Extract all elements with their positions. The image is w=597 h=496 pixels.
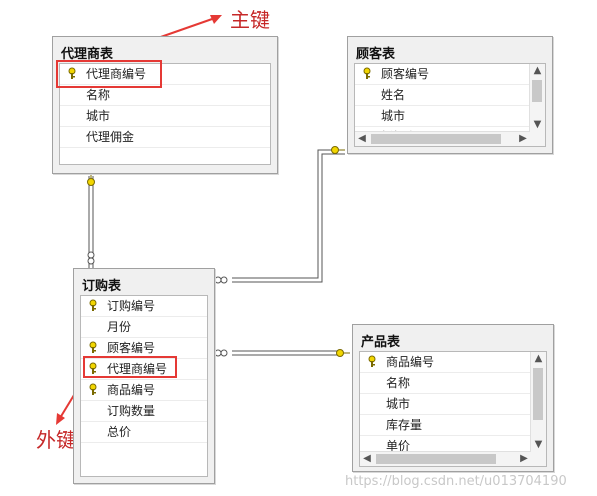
column-name: 名称	[386, 376, 411, 390]
customer-table-title: 顾客表	[356, 47, 396, 62]
column-name: 代理佣金	[86, 130, 135, 144]
primary-key-icon	[87, 296, 99, 316]
scroll-up-icon[interactable]: ▲	[534, 353, 543, 364]
product-table[interactable]: 产品表 商品编号 名称 城市 库存量 单价 ▲ ▼ ◀ ▶	[352, 324, 554, 472]
primary-key-icon	[366, 352, 378, 372]
primary-key-annotation: 主键	[230, 8, 270, 32]
column-name: 订购编号	[107, 299, 156, 313]
agent-table-title: 代理商表	[61, 47, 114, 62]
scroll-left-icon[interactable]: ◀	[363, 453, 371, 464]
table-row[interactable]: 姓名	[355, 85, 545, 106]
scroll-thumb[interactable]	[371, 134, 501, 144]
scroll-thumb[interactable]	[532, 80, 542, 102]
product-table-columns: 商品编号 名称 城市 库存量 单价 ▲ ▼ ◀ ▶	[359, 351, 547, 467]
table-row[interactable]: 代理商编号	[81, 359, 207, 380]
column-name: 代理商编号	[107, 362, 168, 376]
table-row[interactable]: 顾客编号	[81, 338, 207, 359]
scroll-down-icon[interactable]: ▼	[533, 119, 542, 130]
column-name: 城市	[386, 397, 411, 411]
scroll-thumb[interactable]	[533, 368, 543, 420]
customer-table-columns: 顾客编号 姓名 城市 折扣率 ▲ ▼ ◀ ▶	[354, 63, 546, 147]
scroll-thumb[interactable]	[376, 454, 496, 464]
table-row[interactable]: 名称	[360, 373, 546, 394]
column-name: 城市	[381, 109, 406, 123]
column-name: 订购数量	[107, 404, 156, 418]
column-name: 代理商编号	[86, 67, 147, 81]
column-name: 单价	[386, 439, 411, 453]
table-row[interactable]: 月份	[81, 317, 207, 338]
primary-key-icon	[87, 338, 99, 358]
table-row[interactable]: 城市	[360, 394, 546, 415]
column-name: 月份	[107, 320, 132, 334]
customer-table[interactable]: 顾客表 顾客编号 姓名 城市 折扣率 ▲ ▼ ◀ ▶	[347, 36, 553, 154]
vertical-scrollbar[interactable]: ▲ ▼	[529, 64, 545, 146]
primary-key-highlight	[56, 60, 162, 88]
table-row[interactable]: 商品编号	[360, 352, 546, 373]
table-row[interactable]: 商品编号	[81, 380, 207, 401]
column-name: 顾客编号	[381, 67, 430, 81]
table-row[interactable]: 总价	[81, 422, 207, 443]
column-name: 库存量	[386, 418, 423, 432]
horizontal-scrollbar[interactable]: ◀ ▶	[355, 131, 530, 146]
column-name: 姓名	[381, 88, 406, 102]
column-name: 总价	[107, 425, 132, 439]
scroll-down-icon[interactable]: ▼	[534, 439, 543, 450]
column-name: 顾客编号	[107, 341, 156, 355]
vertical-scrollbar[interactable]: ▲ ▼	[530, 352, 546, 466]
table-row[interactable]: 订购编号	[81, 296, 207, 317]
table-row[interactable]: 库存量	[360, 415, 546, 436]
column-name: 商品编号	[107, 383, 156, 397]
order-table-title: 订购表	[82, 279, 122, 294]
foreign-key-annotation: 外键	[36, 428, 76, 452]
order-table-columns: 订购编号 月份 顾客编号 代理商编号 商品编号 订购数量 总价	[80, 295, 208, 477]
horizontal-scrollbar[interactable]: ◀ ▶	[360, 451, 531, 466]
scroll-right-icon[interactable]: ▶	[519, 133, 527, 144]
column-name: 商品编号	[386, 355, 435, 369]
primary-key-icon	[87, 359, 99, 379]
primary-key-icon	[87, 380, 99, 400]
table-row[interactable]: 城市	[60, 106, 270, 127]
column-name: 名称	[86, 88, 111, 102]
agent-table-columns: 代理商编号 名称 城市 代理佣金	[59, 63, 271, 165]
agent-table[interactable]: 代理商表 代理商编号 名称 城市 代理佣金	[52, 36, 278, 174]
product-table-title: 产品表	[361, 335, 401, 350]
table-row[interactable]: 订购数量	[81, 401, 207, 422]
scroll-left-icon[interactable]: ◀	[358, 133, 366, 144]
primary-key-icon	[361, 64, 373, 84]
foreign-key-highlight	[83, 356, 177, 378]
primary-key-icon	[66, 64, 78, 84]
table-row[interactable]: 名称	[60, 85, 270, 106]
table-row[interactable]: 代理佣金	[60, 127, 270, 148]
table-row[interactable]: 城市	[355, 106, 545, 127]
column-name: 城市	[86, 109, 111, 123]
table-row[interactable]: 代理商编号	[60, 64, 270, 85]
table-row[interactable]: 顾客编号	[355, 64, 545, 85]
scroll-right-icon[interactable]: ▶	[520, 453, 528, 464]
watermark: https://blog.csdn.net/u013704190	[345, 474, 567, 489]
scroll-up-icon[interactable]: ▲	[533, 65, 542, 76]
